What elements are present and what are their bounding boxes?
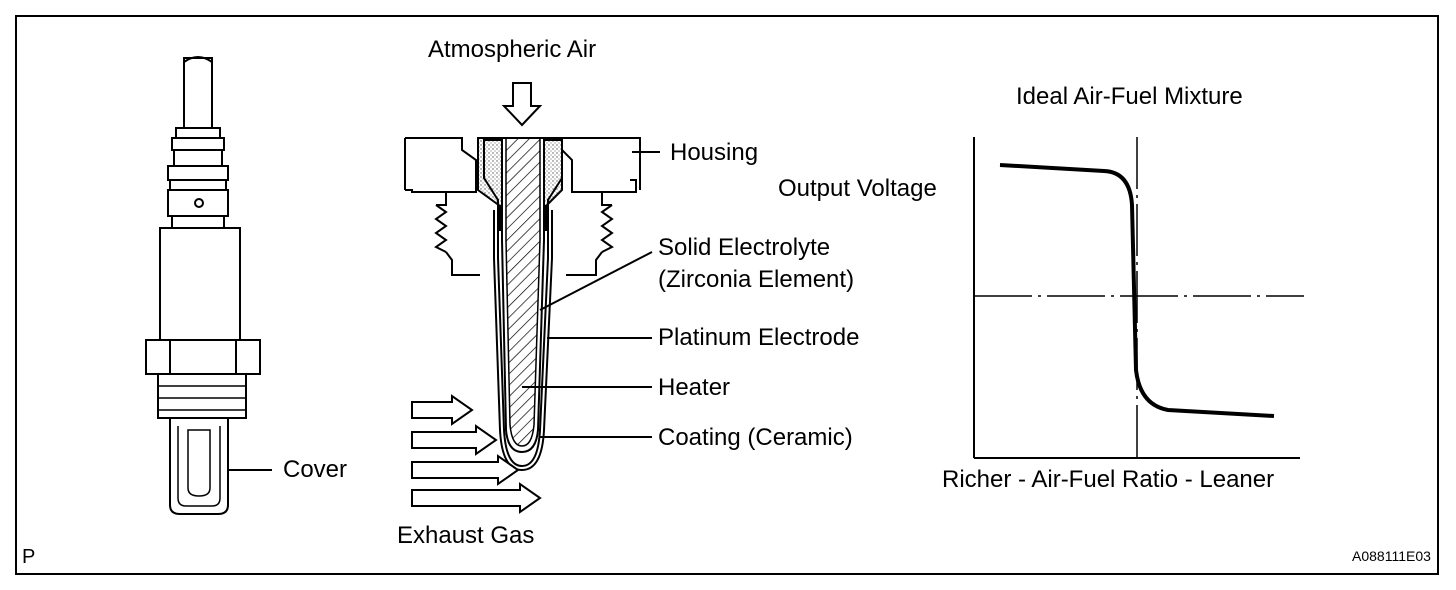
zirconia-element-label: (Zirconia Element) (658, 266, 855, 293)
electrolyte-leader-line (539, 251, 653, 311)
sensor-lead-wire (183, 57, 213, 129)
sensor-exterior (145, 56, 261, 515)
coating-label: Coating (Ceramic) (658, 424, 853, 451)
solid-electrolyte-label: Solid Electrolyte (658, 234, 831, 261)
cover-label: Cover (283, 456, 348, 483)
exhaust-gas-label: Exhaust Gas (397, 522, 535, 549)
heater-label: Heater (658, 374, 731, 401)
heater-rod (505, 137, 541, 447)
output-voltage-graph (973, 137, 1304, 459)
sensor-cross-section (404, 82, 641, 514)
graph-title: Ideal Air-Fuel Mixture (1016, 83, 1243, 110)
sensor-body (159, 227, 241, 341)
exhaust-arrow-1 (411, 394, 474, 426)
graph-y-label: Output Voltage (778, 175, 937, 202)
figure-frame (15, 15, 1439, 575)
housing-left (405, 137, 477, 193)
housing-right (562, 137, 641, 190)
platinum-electrode-label: Platinum Electrode (658, 324, 860, 351)
exhaust-arrow-3 (411, 454, 520, 486)
housing-label: Housing (670, 139, 759, 166)
platinum-electrode (493, 210, 553, 472)
sensor-thread (157, 373, 247, 419)
figure-code: A088111E03 (1352, 548, 1431, 564)
cross-section-leader-lines (522, 151, 660, 438)
housing-right-thread (600, 204, 614, 253)
atmospheric-air-label: Atmospheric Air (428, 36, 597, 63)
exhaust-arrow-2 (411, 424, 498, 456)
exhaust-arrow-4 (411, 482, 542, 514)
sensor-hex-nut (145, 339, 261, 375)
corner-mark: P (22, 546, 36, 568)
zirconia-element (483, 139, 563, 468)
atmospheric-air-arrow (501, 82, 543, 127)
output-voltage-curve (999, 163, 1275, 418)
housing-left-thread (434, 204, 448, 253)
graph-x-label: Richer - Air-Fuel Ratio - Leaner (942, 466, 1275, 493)
